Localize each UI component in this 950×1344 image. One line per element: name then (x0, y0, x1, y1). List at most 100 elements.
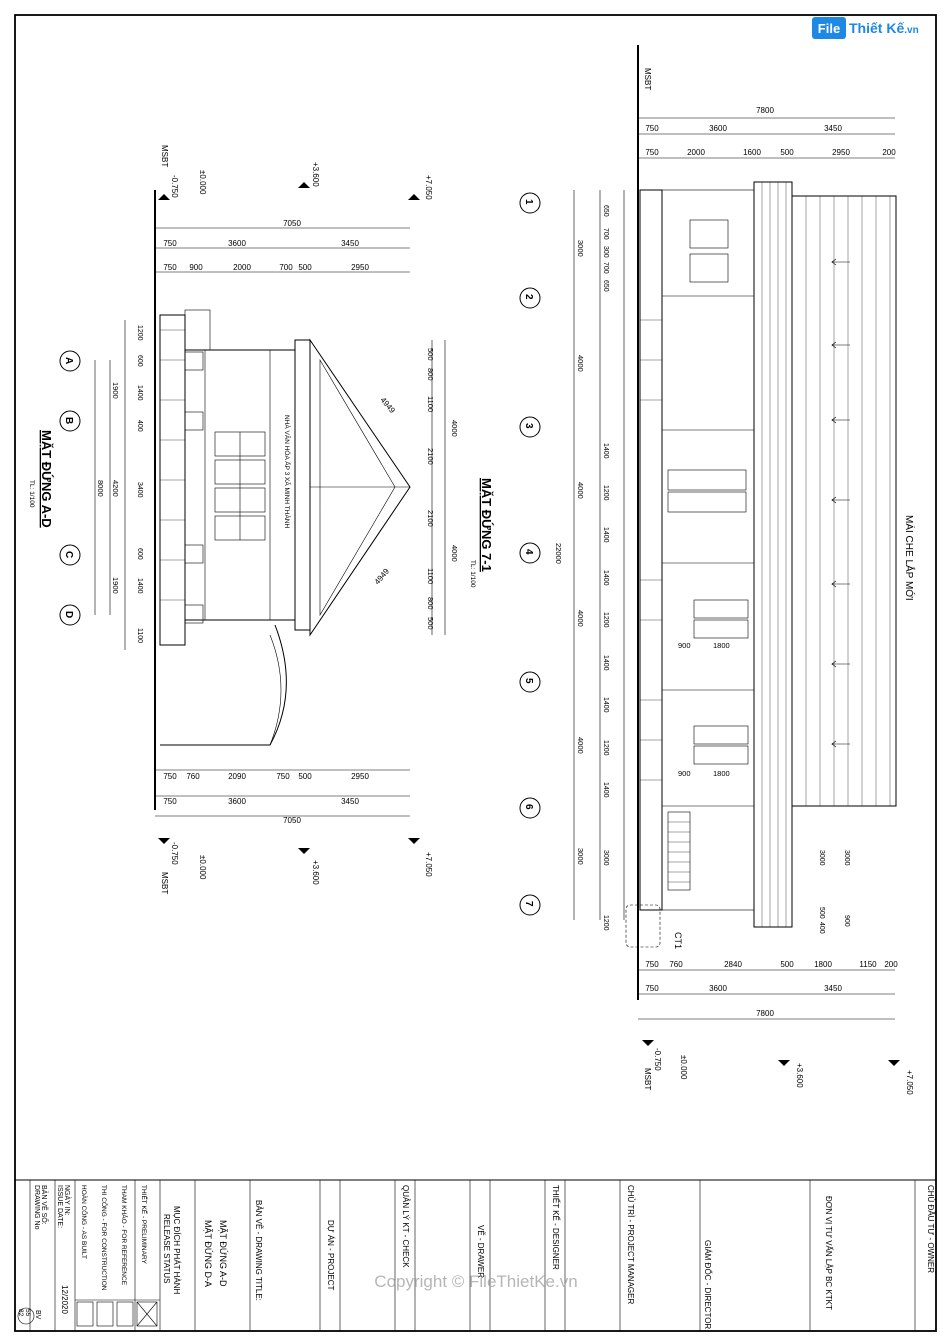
ad-axis-c: C (63, 551, 74, 558)
e71-level-tick-1 (642, 1040, 654, 1046)
logo-suffix: .vn (904, 25, 918, 36)
e71-level-tick-3 (888, 1060, 900, 1066)
e71-axis-dim-6: 3000 (576, 848, 585, 865)
ad-dim-total-top: 7050 (283, 219, 301, 228)
e71-main-wall (661, 189, 755, 911)
tb-drawer: VẼ - DRAWER (476, 1225, 485, 1278)
tb-director: GIÁM ĐỐC - DIRECTOR (703, 1240, 713, 1329)
e71-dim-b3g: 200 (884, 960, 898, 969)
e71-level-0: ±0.000 (679, 1055, 688, 1080)
e71-inner-5: 650 (602, 280, 609, 292)
tb-status-2: THAM KHẢO - FOR REFERENCE (120, 1185, 129, 1286)
e71-inner-13: 1200 (602, 740, 609, 756)
ad-axis-d: D (63, 611, 74, 618)
ad-axes: A B C D 1900 4200 1900 8000 1200 600 140… (59, 320, 143, 650)
ad-left-dim-1: 1200 (136, 325, 143, 341)
tb-purpose-label: MỤC ĐÍCH PHÁT HÀNH (172, 1206, 181, 1295)
ad-level-m0750: -0.750 (170, 175, 179, 198)
ad-dim-r3c: 2000 (233, 263, 251, 272)
ad-beam (294, 339, 311, 631)
e71-scale: TL: 1/100 (469, 560, 476, 588)
tb-status-check-1 (136, 1301, 158, 1327)
e71-axis-1-bubble (519, 192, 541, 214)
tb-sheet-prefix: BV (34, 1310, 41, 1320)
e71-dim-r3f: 200 (882, 148, 896, 157)
ad-dim-r2c: 3450 (341, 239, 359, 248)
watermark: Copyright © FileThietKe.vn (374, 1272, 577, 1291)
ad-dim-r3d: 700 (279, 263, 293, 272)
e71-dim-r3a: 750 (645, 148, 659, 157)
e71-dim-r3e: 2950 (832, 148, 850, 157)
e71-window-3b (667, 491, 747, 513)
e71-door-2 (689, 253, 729, 283)
e71-end-3: 3000 (818, 850, 825, 866)
ad-roof-dim-4: 2100 (426, 448, 435, 465)
e71-dim-b2c: 3450 (824, 984, 842, 993)
e71-dim-total-top: 7800 (756, 106, 774, 115)
e71-windows (667, 219, 749, 765)
e71-axis-5: 5 (523, 678, 534, 684)
ad-roof-total-2: 4000 (450, 545, 459, 562)
e71-axis-4-bubble (519, 542, 541, 564)
e71-window-dim-2: 1800 (713, 641, 730, 650)
e71-inner-6: 1400 (602, 443, 609, 459)
ad-axis-c-bubble (59, 544, 81, 566)
e71-window-4b (693, 619, 749, 639)
ad-roof-total-1: 4000 (450, 420, 459, 437)
title-block: CHỦ ĐẦU TƯ - OWNER ĐƠN VỊ TƯ VẤN LẬP BC … (14, 1179, 937, 1332)
ad-gable-inner (319, 358, 396, 617)
e71-level-m0750: -0.750 (653, 1048, 662, 1071)
e71-level-7050: +7.050 (905, 1070, 914, 1095)
e71-axis-3-bubble (519, 416, 541, 438)
e71-axis-dim-4: 4000 (576, 610, 585, 627)
tb-issue-label-1: NGÀY IN: (63, 1185, 72, 1216)
tb-status-x-2 (136, 1301, 158, 1327)
ad-stair-top (184, 309, 211, 351)
tb-designer: THIẾT KẾ - DESIGNER (551, 1185, 561, 1270)
brand-logo: File Thiết Kế.vn (812, 17, 919, 39)
ad-left-dim-2: 600 (136, 355, 143, 367)
ad-dim-r3b: 900 (189, 263, 203, 272)
e71-axis-6-bubble (519, 797, 541, 819)
e71-detail-box (625, 904, 661, 948)
e71-axis-dim-3: 4000 (576, 482, 585, 499)
e71-wall-strip (639, 189, 663, 911)
e71-axis-3: 3 (523, 423, 534, 429)
ad-column-a (184, 351, 204, 371)
tb-issue-label-2: ISSUE DATE: (56, 1185, 63, 1228)
logo-mark: File (818, 21, 840, 36)
ad-dim-r2b: 3600 (228, 239, 246, 248)
ad-axis-total: 8000 (96, 480, 105, 497)
tb-purpose-sub: RELEASE STATUS (162, 1214, 171, 1284)
e71-arrow-6 (831, 660, 850, 668)
e71-inner-12: 1400 (602, 697, 609, 713)
ad-axis-d-bubble (59, 604, 81, 626)
tb-sheet-num: 55 (24, 1309, 31, 1317)
ad-stair-hatch (160, 329, 185, 601)
ad-rafter-1: 4949 (378, 396, 397, 416)
e71-dim-b3e: 1800 (814, 960, 832, 969)
ad-roof-dim-1: 500 (426, 348, 435, 361)
e71-dim-b3c: 2840 (724, 960, 742, 969)
e71-door-1 (689, 219, 729, 249)
e71-dim-r3c: 1600 (743, 148, 761, 157)
ad-dim-b3a: 750 (163, 772, 177, 781)
ad-column-c (184, 544, 204, 564)
tb-checker: QUẢN LÝ KT - CHECK (401, 1185, 410, 1268)
title-block-frame (14, 1179, 937, 1332)
e71-title: MẶT ĐỨNG 7-1 (479, 478, 494, 572)
tb-drawing-no-label-2: DRAWING No (33, 1185, 40, 1230)
e71-arrow-1 (831, 258, 850, 266)
ad-level-b-3600: +3.600 (311, 860, 320, 885)
e71-axis-dim-2: 4000 (576, 355, 585, 372)
e71-axis-total: 22000 (554, 543, 563, 564)
ad-axis-dim-3: 1900 (111, 577, 120, 594)
ad-axis-b-bubble (59, 410, 81, 432)
tb-issue-date: 12/2020 (60, 1285, 69, 1314)
ad-roof-dim-2: 800 (426, 368, 435, 381)
ad-title: MẶT ĐỨNG A-D (39, 430, 54, 528)
ad-level-0: ±0.000 (198, 170, 207, 195)
ad-dim-b3d: 750 (276, 772, 290, 781)
ad-column-b (184, 411, 204, 431)
tb-pm: CHỦ TRÌ - PROJECT MANAGER (626, 1185, 635, 1304)
